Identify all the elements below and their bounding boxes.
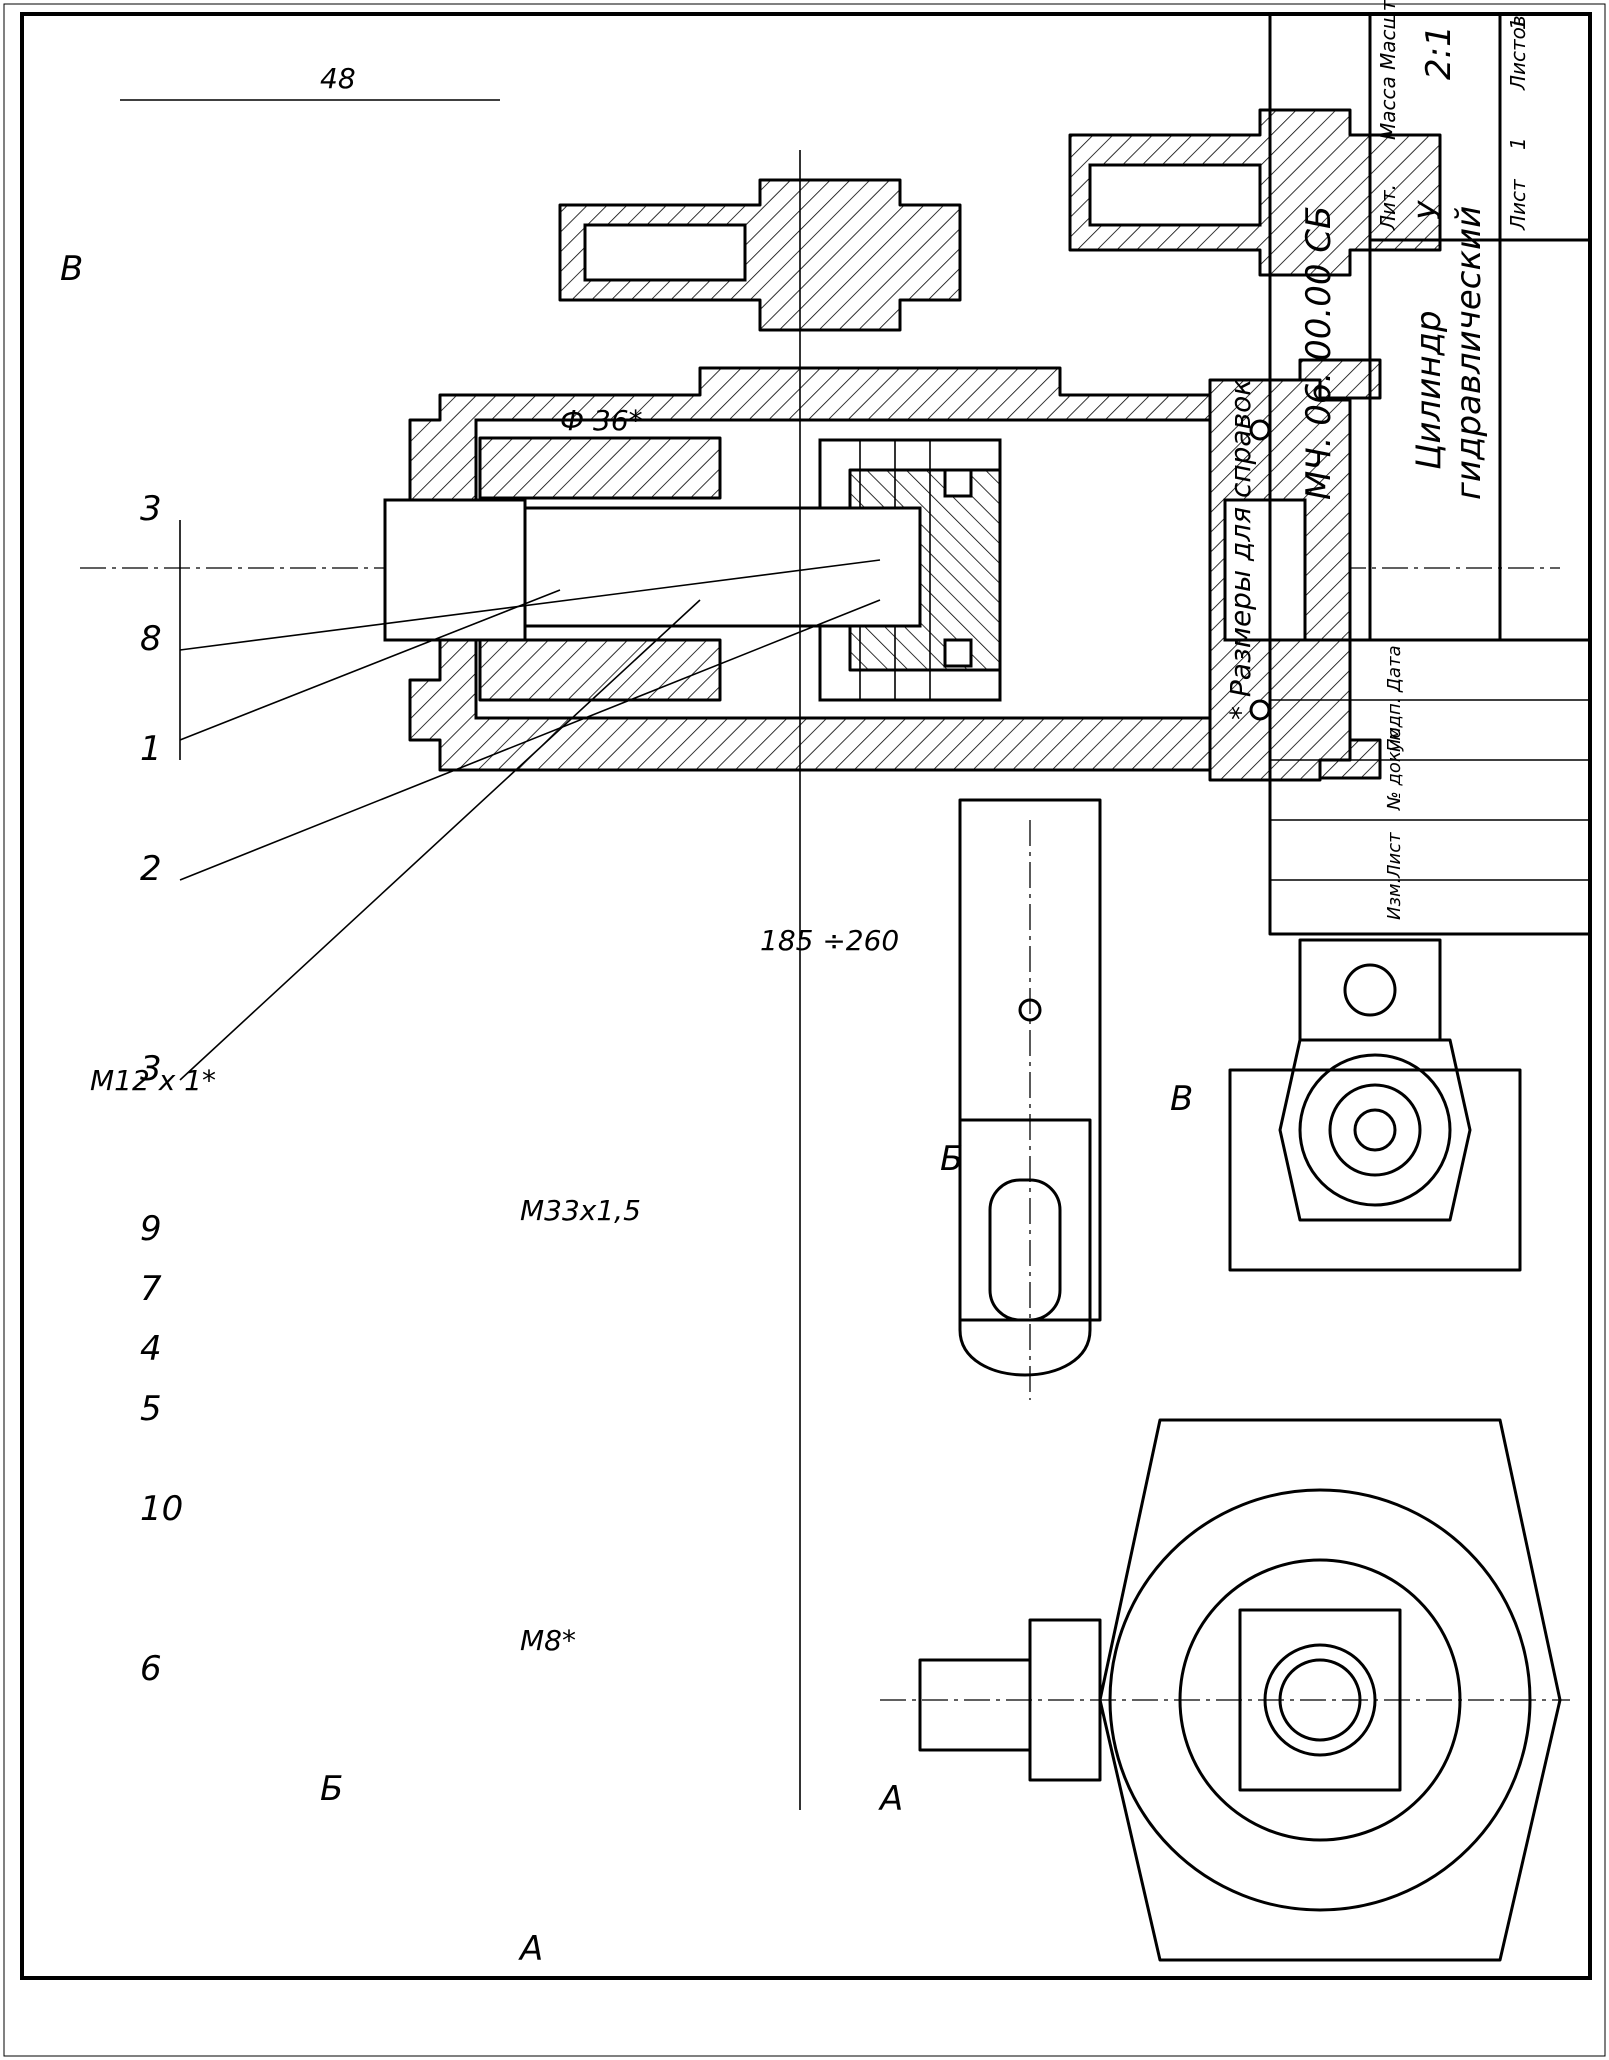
note: * Размеры для справок xyxy=(1224,379,1257,720)
dim-m8: М8* xyxy=(520,1624,576,1657)
dim-length: 185 ÷260 xyxy=(760,924,899,957)
callout-5: 5 xyxy=(140,1389,162,1429)
adapter xyxy=(478,638,722,702)
sheets-label: Листов xyxy=(1506,15,1530,91)
sheets-value: 1 xyxy=(1506,17,1530,30)
mass-header: Масса xyxy=(1376,76,1400,140)
callout-7: 7 xyxy=(140,1269,162,1309)
callout-9: 9 xyxy=(140,1209,162,1249)
callout-leaders xyxy=(179,520,881,1081)
scale-value: 2:1 xyxy=(1419,25,1459,80)
stage-header: Лит. xyxy=(1376,184,1400,231)
dim-m33: М33x1,5 xyxy=(520,1194,641,1227)
rev-header-date: Дата xyxy=(1384,645,1405,693)
stage-value: У xyxy=(1413,200,1448,220)
svg-text:А: А xyxy=(878,1779,903,1819)
callout-labels: 3 8 1 2 3 9 7 4 5 10 6 xyxy=(140,489,183,1689)
view-b: Б xyxy=(940,798,1102,1400)
view-label-v: В xyxy=(60,249,83,289)
callout-3a: 3 xyxy=(140,489,162,529)
piston-rod xyxy=(498,506,922,628)
sheet-label: Лист xyxy=(1506,178,1530,231)
callout-6: 6 xyxy=(140,1649,162,1689)
svg-text:Б: Б xyxy=(940,1139,963,1179)
rev-header-sheet: Лист xyxy=(1384,832,1405,879)
view-v: В xyxy=(1170,938,1522,1272)
callout-3b: 3 xyxy=(140,1049,162,1089)
view-label-a: А xyxy=(518,1929,543,1969)
frame xyxy=(20,12,1592,1980)
callout-1: 1 xyxy=(140,729,162,769)
rev-header-sign: Подп. xyxy=(1384,698,1405,752)
dim-48: 48 xyxy=(320,62,356,95)
view-label-b: Б xyxy=(320,1769,343,1809)
callout-2: 2 xyxy=(140,849,162,889)
title-block xyxy=(1268,12,1592,936)
dimensions: 48 Ф 36* 185 ÷260 М12 x 1* М33x1,5 М8* xyxy=(90,62,899,1810)
dim-m12: М12 x 1* xyxy=(90,1064,216,1097)
main-section-view xyxy=(80,108,1560,782)
callout-8: 8 xyxy=(140,619,162,659)
frame-outer xyxy=(3,3,1606,2057)
title-line-2: гидравлический xyxy=(1449,206,1489,500)
scale-header: Масшт. xyxy=(1376,0,1400,70)
callout-4: 4 xyxy=(140,1329,162,1369)
title-line-1: Цилиндр xyxy=(1409,310,1449,470)
rev-header-change: Изм. xyxy=(1384,878,1405,920)
dim-36: Ф 36* xyxy=(560,404,643,437)
designation: МЧ. 06. 00.00 СБ xyxy=(1299,206,1339,500)
fitting-left xyxy=(558,178,962,332)
view-a: А xyxy=(878,1418,1570,1962)
callout-10: 10 xyxy=(140,1489,183,1529)
rev-header-doc: № докум. xyxy=(1384,721,1405,811)
sheet-value: 1 xyxy=(1506,137,1530,150)
svg-text:В: В xyxy=(1170,1079,1193,1119)
